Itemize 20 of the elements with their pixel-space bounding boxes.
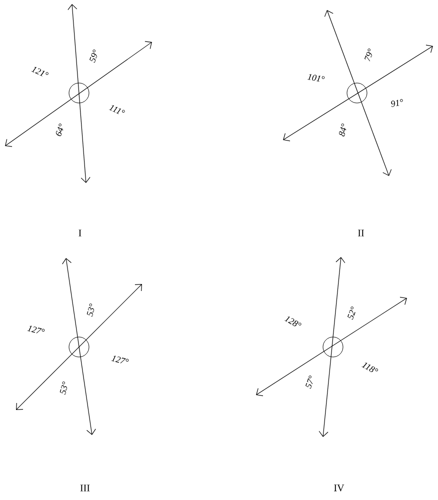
angle-label: 127° [111,356,129,364]
angle-label: 79° [364,48,372,62]
angle-label: 128° [284,316,302,326]
angle-label: 64° [56,124,64,136]
panel-numeral: IV [334,484,344,492]
angle-label: 84° [339,124,346,136]
angle-label: 101° [307,74,325,82]
angle-label: 52° [348,306,356,320]
angle-label: 91° [391,99,403,107]
angle-label: 111° [108,105,125,114]
panel-numeral: III [80,484,90,492]
panel-numeral: II [358,230,364,236]
angle-label: 57° [306,376,313,389]
angle-label: 53° [86,304,94,317]
angle-label: 121° [31,67,48,76]
angle-label: 118° [362,362,378,372]
angle-label: 127° [27,326,45,334]
angle-label: 53° [60,382,68,395]
angle-label: 59° [90,50,97,63]
panel-numeral: I [78,230,82,236]
